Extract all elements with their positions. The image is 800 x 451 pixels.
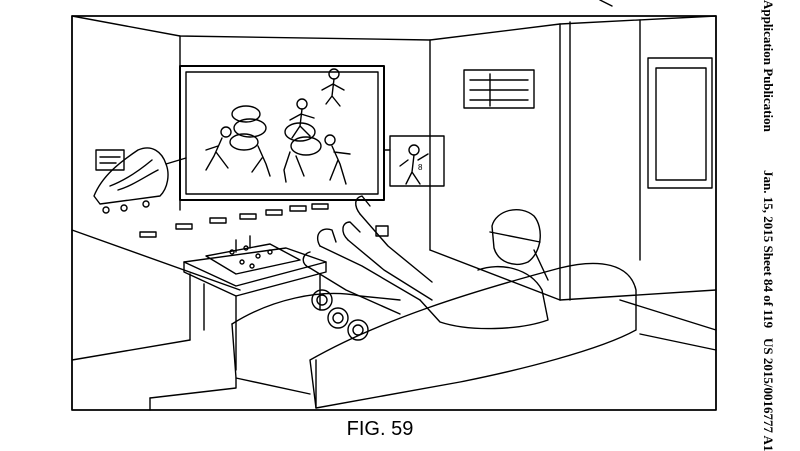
figure-caption: FIG. 59 (346, 418, 414, 440)
led-strip (139, 203, 329, 238)
figure-border (71, 15, 717, 411)
window (647, 57, 713, 189)
seated-person (302, 195, 549, 330)
sofa (149, 262, 637, 411)
coffee-table (183, 235, 327, 371)
player-card: 8 (383, 135, 445, 187)
svg-text:8: 8 (418, 163, 423, 172)
patent-header: Application Publication Jan. 15, 2015 Sh… (761, 0, 800, 451)
corner-mark (599, 0, 613, 7)
publication-label: Application Publication (761, 0, 776, 132)
room-walls (71, 15, 717, 331)
wall-screen (179, 65, 385, 201)
publication-number: US 2015/0016777 A1 (761, 338, 776, 451)
shoe-projection (93, 147, 187, 214)
football-players (205, 68, 351, 185)
wall-shelf (463, 69, 535, 109)
floor-lines (71, 333, 717, 361)
date-sheet-label: Jan. 15, 2015 Sheet 84 of 119 (761, 170, 776, 329)
